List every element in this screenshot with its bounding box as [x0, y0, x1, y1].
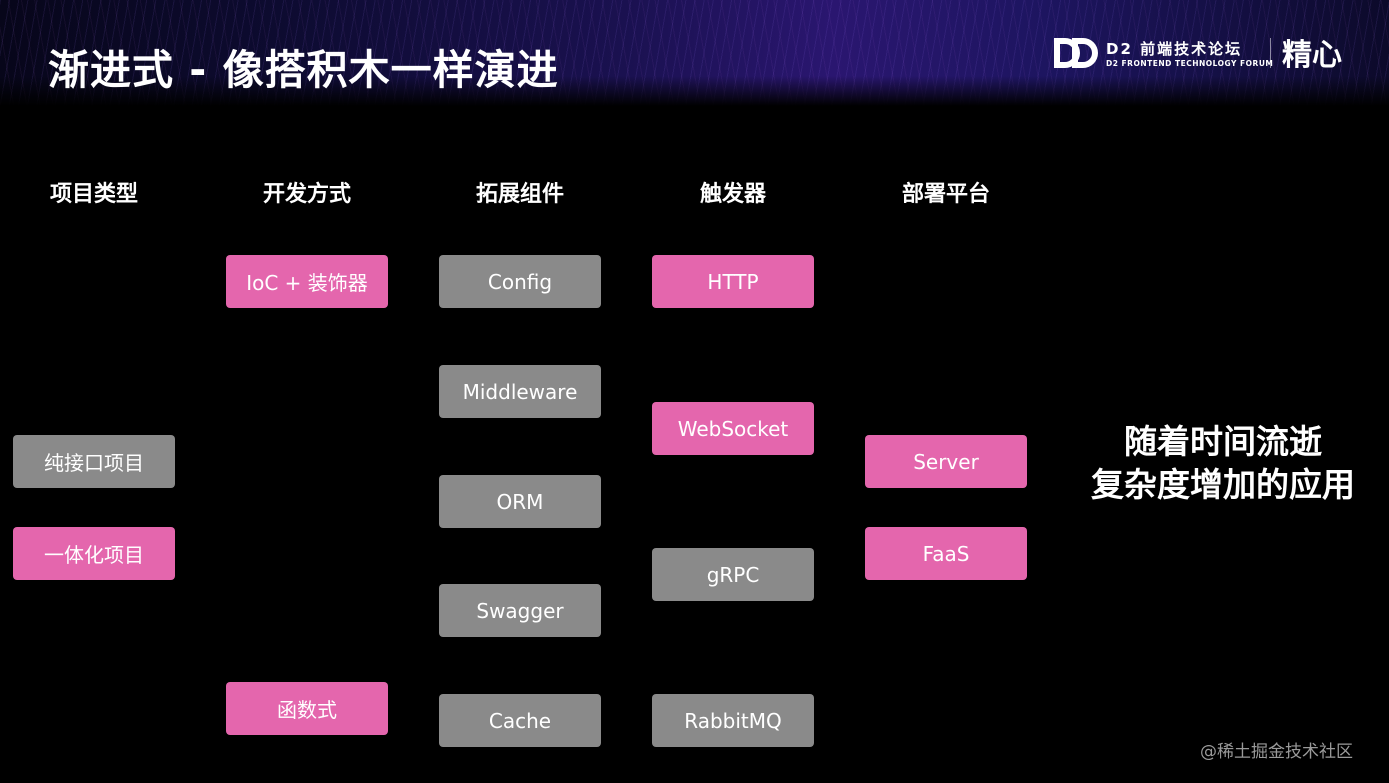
block-faas: FaaS — [865, 527, 1027, 580]
logo-title: D2 前端技术论坛 — [1106, 40, 1243, 58]
header-background — [0, 0, 1389, 106]
complexity-note: 随着时间流逝 复杂度增加的应用 — [1068, 420, 1378, 506]
block-ioc-decorator: IoC + 装饰器 — [226, 255, 388, 308]
block-rabbitmq: RabbitMQ — [652, 694, 814, 747]
complexity-note-line2: 复杂度增加的应用 — [1091, 465, 1355, 504]
logo-divider — [1270, 38, 1271, 68]
block-config: Config — [439, 255, 601, 308]
block-orm: ORM — [439, 475, 601, 528]
column-heading-extensions: 拓展组件 — [475, 182, 564, 207]
brand-mark: 精心 — [1282, 38, 1342, 73]
column-heading-dev-style: 开发方式 — [262, 182, 351, 207]
block-websocket: WebSocket — [652, 402, 814, 455]
page-title: 渐进式 - 像搭积木一样演进 — [48, 46, 559, 94]
d2-logo-icon — [1054, 38, 1098, 68]
block-cache: Cache — [439, 694, 601, 747]
logo-subtitle: D2 FRONTEND TECHNOLOGY FORUM — [1106, 59, 1274, 68]
block-server: Server — [865, 435, 1027, 488]
block-functional: 函数式 — [226, 682, 388, 735]
block-grpc: gRPC — [652, 548, 814, 601]
block-fullstack-project: 一体化项目 — [13, 527, 175, 580]
column-heading-project-type: 项目类型 — [49, 182, 138, 207]
complexity-note-line1: 随着时间流逝 — [1124, 422, 1322, 461]
watermark: @稀土掘金技术社区 — [1200, 742, 1353, 762]
column-heading-triggers: 触发器 — [699, 182, 766, 207]
column-heading-deploy: 部署平台 — [901, 182, 990, 207]
block-http: HTTP — [652, 255, 814, 308]
block-api-project: 纯接口项目 — [13, 435, 175, 488]
block-swagger: Swagger — [439, 584, 601, 637]
block-middleware: Middleware — [439, 365, 601, 418]
